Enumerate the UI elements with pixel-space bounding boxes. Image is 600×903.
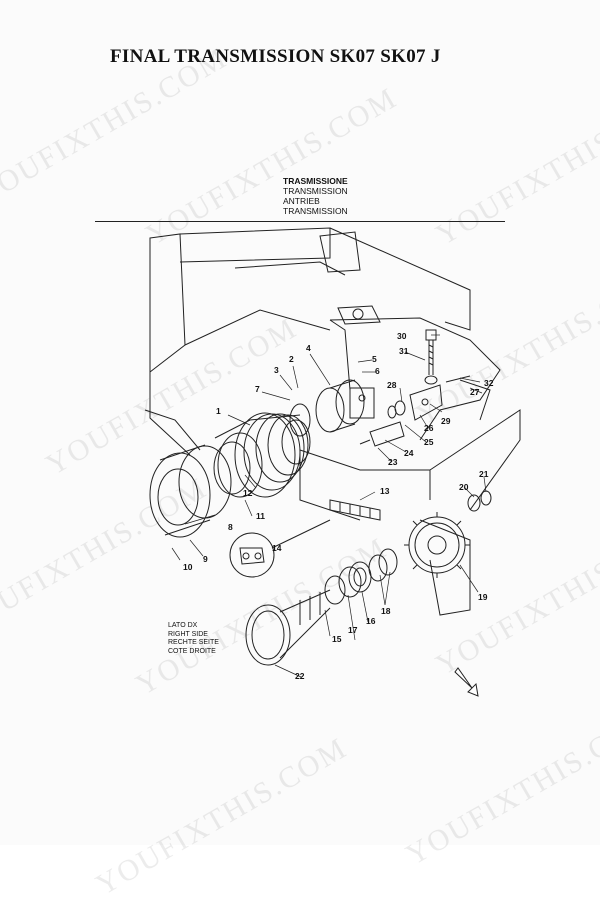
part-number: 16 (366, 616, 376, 626)
leader-lines (171, 334, 487, 678)
hydraulic-motor (289, 379, 375, 437)
part-number: 28 (387, 380, 397, 390)
part-number: 15 (332, 634, 342, 644)
bearing-set (324, 548, 398, 605)
part-number-labels: 1 2 3 4 5 6 7 8 9 10 11 12 13 14 15 16 1… (183, 331, 494, 681)
part-number: 2 (289, 354, 294, 364)
part-number: 6 (375, 366, 380, 376)
part-number: 25 (424, 437, 434, 447)
side-label-line: RECHTE SEITE (168, 639, 219, 646)
section-header: TRASMISSIONE TRANSMISSION ANTRIEB TRANSM… (283, 176, 348, 216)
axle-shaft (245, 589, 331, 666)
part-number: 31 (399, 346, 409, 356)
part-number: 4 (306, 343, 311, 353)
chassis-frame (144, 227, 521, 616)
header-line: TRANSMISSION (283, 186, 348, 196)
part-number: 20 (459, 482, 469, 492)
part-number: 18 (381, 606, 391, 616)
part-number: 7 (255, 384, 260, 394)
sprocket (404, 512, 470, 578)
bolt-30 (424, 329, 438, 385)
part-number: 26 (424, 423, 434, 433)
header-line: TRANSMISSION (283, 206, 348, 216)
side-label-line: RIGHT SIDE (168, 630, 208, 638)
part-number: 23 (388, 457, 398, 467)
part-number: 22 (295, 671, 305, 681)
part-number: 30 (397, 331, 407, 341)
part-number: 3 (274, 365, 279, 375)
header-line: TRASMISSIONE (283, 176, 348, 186)
part-number: 32 (484, 378, 494, 388)
part-number: 24 (404, 448, 414, 458)
header-line: ANTRIEB (283, 196, 320, 206)
part-number: 27 (470, 387, 480, 397)
part-number: 14 (272, 543, 282, 553)
side-label-line: COTE DROITE (168, 647, 216, 655)
part-number: 9 (203, 554, 208, 564)
part-number: 11 (256, 511, 265, 521)
chain-link-detail (229, 519, 331, 578)
side-label-line: LATO DX (168, 622, 198, 629)
part-number: 12 (243, 488, 253, 498)
part-number: 8 (228, 522, 233, 532)
part-number: 10 (183, 562, 193, 572)
part-number: 29 (441, 416, 451, 426)
part-number: 5 (372, 354, 377, 364)
exploded-parts-diagram: 1 2 3 4 5 6 7 8 9 10 11 12 13 14 15 16 1… (144, 227, 521, 697)
header-divider (95, 221, 505, 222)
planetary-hub (213, 412, 311, 498)
drive-chain (329, 499, 381, 521)
part-number: 1 (216, 406, 221, 416)
page-title: FINAL TRANSMISSION SK07 SK07 J (110, 46, 441, 67)
part-number: 17 (348, 625, 358, 635)
direction-arrow-icon (454, 667, 479, 697)
manual-page: YOUFIXTHIS.COM YOUFIXTHIS.COM YOUFIXTHIS… (0, 41, 600, 902)
part-number: 13 (380, 486, 390, 496)
part-number: 19 (478, 592, 488, 602)
chain-tensioner (359, 375, 471, 447)
side-label: LATO DX RIGHT SIDE RECHTE SEITE COTE DRO… (168, 622, 219, 656)
part-number: 21 (479, 469, 489, 479)
